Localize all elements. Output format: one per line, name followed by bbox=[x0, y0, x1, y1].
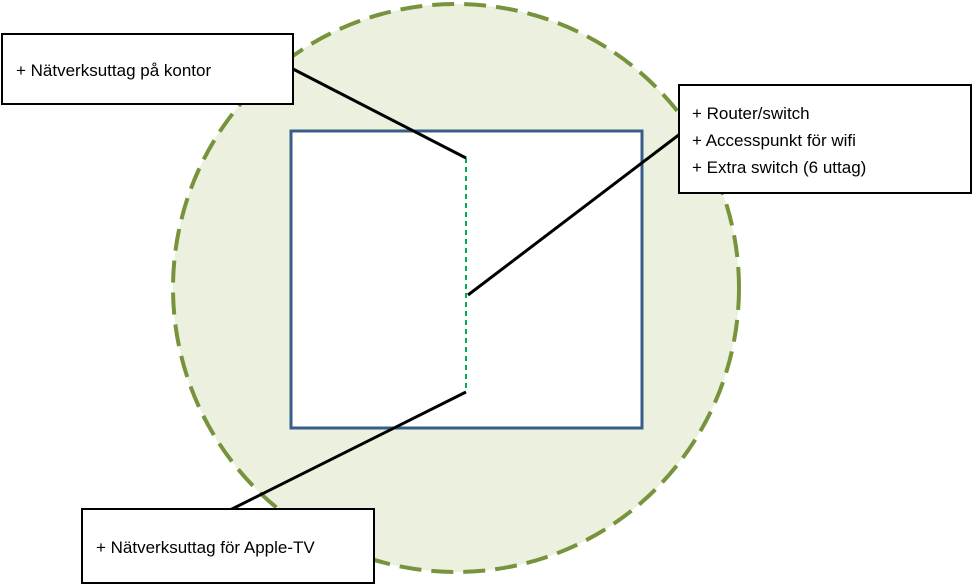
callout-line: + Accesspunkt för wifi bbox=[692, 131, 856, 150]
appletv-outlet-callout: + Nätverksuttag för Apple-TV bbox=[81, 508, 375, 584]
office-outlet-callout: + Nätverksuttag på kontor bbox=[1, 33, 294, 105]
office-outlet-leader-line bbox=[292, 67, 467, 160]
appletv-outlet-leader-line bbox=[229, 390, 467, 512]
callout-line: + Nätverksuttag på kontor bbox=[16, 61, 212, 80]
callout-line: + Nätverksuttag för Apple-TV bbox=[96, 538, 315, 557]
router-leader-line bbox=[467, 132, 681, 297]
callout-line: + Extra switch (6 uttag) bbox=[692, 158, 867, 177]
callout-line: + Router/switch bbox=[692, 104, 810, 123]
router-equipment-callout: + Router/switch + Accesspunkt för wifi +… bbox=[678, 84, 972, 194]
